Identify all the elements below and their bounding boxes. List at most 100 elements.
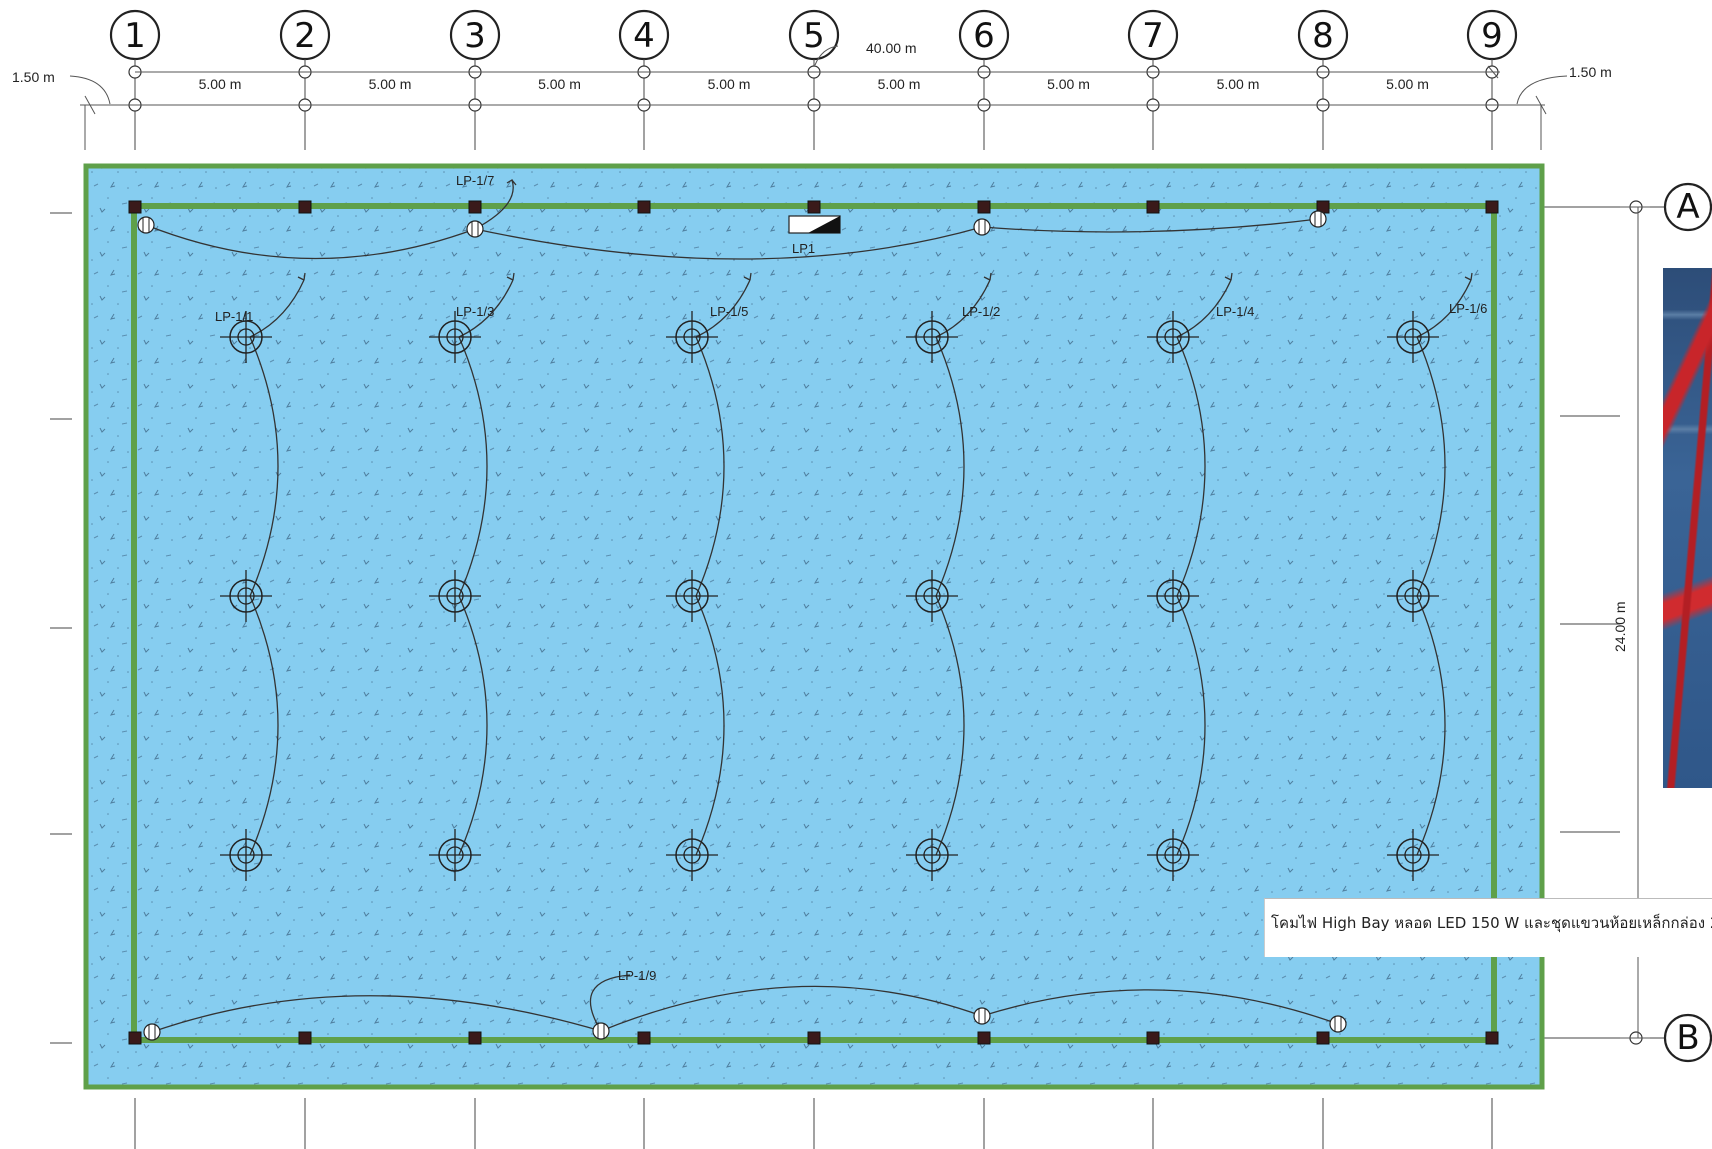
circuit-wire: [1176, 595, 1206, 856]
circuit-wire: [458, 595, 488, 856]
circuit-wire: [249, 595, 279, 856]
column: [298, 200, 312, 214]
high-bay-fixture-icon: [666, 829, 718, 881]
circuit-wire: [935, 336, 965, 597]
column: [468, 200, 482, 214]
circuit-wire: [249, 336, 279, 597]
span-label: 5.00 m: [199, 76, 242, 92]
high-bay-fixture-icon: [429, 311, 481, 363]
grid-bubble-A: [1663, 182, 1712, 232]
grid-bubble-label: 8: [1312, 16, 1334, 56]
high-bay-fixture-icon: [1387, 829, 1439, 881]
column: [977, 1031, 991, 1045]
high-bay-fixture-icon: [429, 829, 481, 881]
home-run-arrow: [1464, 272, 1473, 281]
home-run-wire: [474, 179, 517, 230]
high-bay-fixtures: [220, 311, 1439, 881]
column: [637, 200, 651, 214]
span-label: 5.00 m: [1217, 76, 1260, 92]
row-axis-ticks: [50, 206, 1620, 1044]
span-label: 5.00 m: [1047, 76, 1090, 92]
steel-structure-photo: [1663, 268, 1712, 788]
column: [468, 1031, 482, 1045]
circuit-label: LP-1/2: [962, 304, 1000, 319]
high-bay-fixture-icon: [666, 311, 718, 363]
row-grid-bubbles: AB: [1545, 182, 1712, 1063]
home-run-arrow: [983, 272, 992, 281]
column: [637, 1031, 651, 1045]
overall-depth-dim: 24.00 m: [1612, 601, 1628, 652]
circuit-wire: [695, 336, 725, 597]
column: [977, 200, 991, 214]
wall-light-icon: [466, 220, 484, 238]
span-label: 5.00 m: [878, 76, 921, 92]
span-label: 5.00 m: [538, 76, 581, 92]
grid-bubble-label: 1: [124, 16, 146, 56]
perimeter-wire-top: [145, 218, 1319, 260]
grid-bubble-label: 5: [803, 16, 825, 56]
high-bay-fixture-icon: [1387, 570, 1439, 622]
circuit-label: LP-1/3: [456, 304, 494, 319]
home-run-wire: [1416, 279, 1472, 338]
fixture-legend: โคมไฟ High Bay หลอด LED 150 W และชุดแขวน…: [1264, 898, 1712, 957]
grid-bubble-label: 4: [633, 16, 655, 56]
wall-light-icon: [592, 1022, 610, 1040]
column: [128, 200, 142, 214]
grid-bubble-B: [1663, 1013, 1712, 1063]
column: [807, 1031, 821, 1045]
column: [1485, 200, 1499, 214]
grid-bubble-label: 3: [464, 16, 486, 56]
panel-label: LP1: [792, 241, 815, 256]
high-bay-fixture-icon: [906, 570, 958, 622]
legend-text: โคมไฟ High Bay หลอด LED 150 W และชุดแขวน…: [1271, 914, 1712, 932]
left-overhang-dim: 1.50 m: [12, 69, 55, 85]
home-run-arrow: [506, 272, 515, 281]
structural-columns: [128, 200, 1499, 1045]
home-run-arrow: [1224, 272, 1233, 281]
wall-light-icon: [973, 218, 991, 236]
column: [1146, 1031, 1160, 1045]
lighting-panel: LP1: [788, 215, 841, 256]
column: [807, 200, 821, 214]
circuit-label-top: LP-1/7: [456, 173, 494, 188]
column: [1146, 200, 1160, 214]
high-bay-fixture-icon: [220, 311, 272, 363]
home-run-wire: [589, 974, 631, 1032]
wall-light-icon: [143, 1023, 161, 1041]
high-bay-fixture-icon: [666, 570, 718, 622]
high-bay-fixture-icon: [220, 570, 272, 622]
home-run-wire: [1176, 279, 1232, 338]
grid-bubble-label: B: [1676, 1018, 1699, 1058]
circuit-wiring: [145, 179, 1473, 1033]
right-overhang-dim: 1.50 m: [1569, 64, 1612, 80]
circuit-wire: [1416, 336, 1446, 597]
circuit-wire: [935, 595, 965, 856]
home-run-wire: [249, 279, 305, 338]
high-bay-fixture-icon: [906, 829, 958, 881]
wall-light-icon: [137, 216, 155, 234]
high-bay-fixture-icon: [906, 311, 958, 363]
home-run-arrow: [297, 272, 306, 281]
wall-light-icon: [1309, 210, 1327, 228]
wall-light-icon: [973, 1007, 991, 1025]
home-run-arrow: [743, 272, 752, 281]
circuit-label-bottom: LP-1/9: [618, 968, 656, 983]
column: [128, 1031, 142, 1045]
grid-bubble-label: 7: [1142, 16, 1164, 56]
span-label: 5.00 m: [369, 76, 412, 92]
perimeter-wire-bottom: [151, 985, 1339, 1033]
high-bay-fixture-icon: [1147, 311, 1199, 363]
circuit-label: LP-1/4: [1216, 304, 1254, 319]
high-bay-fixture-icon: [1147, 570, 1199, 622]
grid-bubble-label: 2: [294, 16, 316, 56]
column: [298, 1031, 312, 1045]
high-bay-fixture-icon: [429, 570, 481, 622]
high-bay-fixture-icon: [1387, 311, 1439, 363]
wall-light-fixtures: [137, 210, 1347, 1041]
circuit-wire: [1416, 595, 1446, 856]
span-label: 5.00 m: [708, 76, 751, 92]
circuit-label: LP-1/6: [1449, 301, 1487, 316]
